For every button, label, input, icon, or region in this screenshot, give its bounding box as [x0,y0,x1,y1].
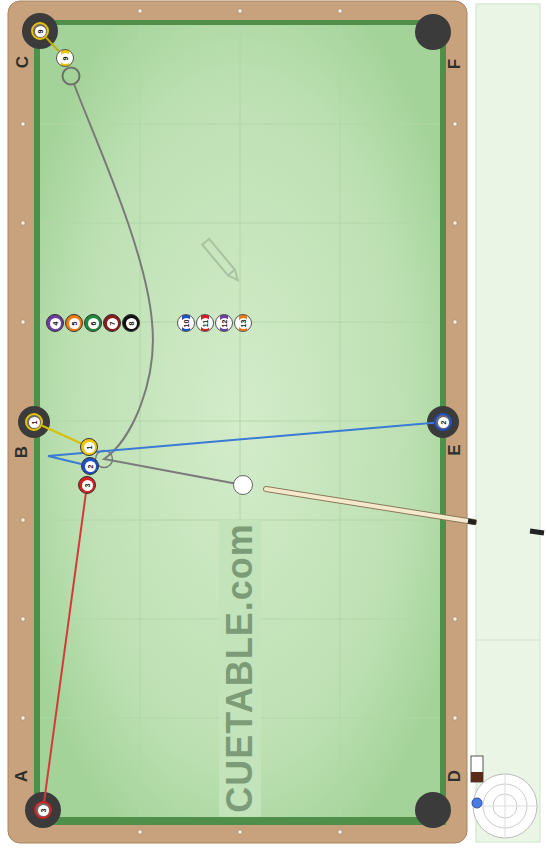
ball-number: 8 [126,318,137,329]
rail-diamond [21,518,25,522]
rail-diamond [453,122,457,126]
solid-ball: 4 [46,314,64,332]
rail-diamond [21,122,25,126]
cue-stick-butt [468,521,476,523]
pocket-letter: A [12,770,32,782]
rail-diamond [453,716,457,720]
grid-line [40,421,440,422]
solid-ball: 3 [78,476,96,494]
rail-diamond [338,830,342,834]
striped-ball: 11 [196,314,214,332]
rail-diamond [238,830,242,834]
ghost-ball: 9 [31,22,49,40]
solid-ball: 8 [122,314,140,332]
rail-diamond [21,617,25,621]
ball-number: 1 [84,442,95,453]
wood-rail [8,1,467,843]
grid-line [40,124,440,125]
rail-diamond [238,9,242,13]
pencil-logo-tip [228,270,241,283]
ghost-ball: 3 [34,801,52,819]
ball-number: 11 [200,318,211,329]
tip-target-axis [505,774,506,838]
side-panel [476,4,540,842]
pocket-letter: B [12,446,32,458]
cue-stick-butt [530,531,544,533]
rail-diamond [453,617,457,621]
ball-path [42,426,81,444]
ball-path [44,494,86,801]
pocket-letter: D [445,770,465,782]
tip-target [473,774,537,838]
ball-number: 10 [181,318,192,329]
pocket [25,792,61,828]
striped-ball: 9 [56,49,74,67]
ball-path [48,423,434,464]
pencil-logo [202,239,241,283]
ball-number: 2 [438,417,449,428]
rail-diamond [21,320,25,324]
rail-diamond [21,221,25,225]
solid-ball: 2 [81,457,99,475]
pocket [415,14,451,50]
rail-diamond [138,9,142,13]
watermark: CUETABLE.com [219,519,261,816]
cue-stick [266,489,474,522]
ghost-ball: 2 [434,413,452,431]
tip-position-dot [472,798,482,808]
rail-diamond [453,320,457,324]
pocket-letter: F [445,59,465,69]
ball-number: 4 [50,318,61,329]
ball-number: 3 [82,480,93,491]
striped-ball: 12 [215,314,233,332]
ghost-cue-ball [63,68,80,85]
ball-number: 7 [107,318,118,329]
ball-number: 9 [35,26,46,37]
panel-divider [476,640,540,641]
rail-diamond [453,221,457,225]
pocket-letter: C [13,56,33,68]
grid-line [40,223,440,224]
ghost-ball: 1 [25,413,43,431]
cue-icon-tip [471,772,483,782]
cue-stick-outline [266,489,474,522]
striped-ball: 10 [177,314,195,332]
rail-diamond [138,830,142,834]
felt [40,25,440,817]
cue-ball [234,476,253,495]
rail-diamonds [21,9,457,834]
ball-number: 2 [85,461,96,472]
cue-ball-path [74,84,243,485]
cue-icon [471,756,483,782]
rail-diamond [338,9,342,13]
pencil-logo-body [202,239,235,275]
pocket-letter: E [445,444,465,455]
solid-ball: 6 [84,314,102,332]
felt-grid [40,25,440,817]
ball-number: 1 [29,417,40,428]
ball-number: 9 [60,53,71,64]
cushion [34,20,446,825]
rail-diamond [21,716,25,720]
ball-number: 6 [88,318,99,329]
pocket [18,406,50,438]
ball-number: 5 [69,318,80,329]
solid-ball: 7 [103,314,121,332]
pocket [415,792,451,828]
solid-ball: 1 [80,438,98,456]
striped-ball: 13 [234,314,252,332]
ball-number: 12 [219,318,230,329]
solid-ball: 5 [65,314,83,332]
ball-path [46,38,59,52]
ball-number: 3 [38,805,49,816]
ball-number: 13 [238,318,249,329]
pockets [18,13,459,828]
